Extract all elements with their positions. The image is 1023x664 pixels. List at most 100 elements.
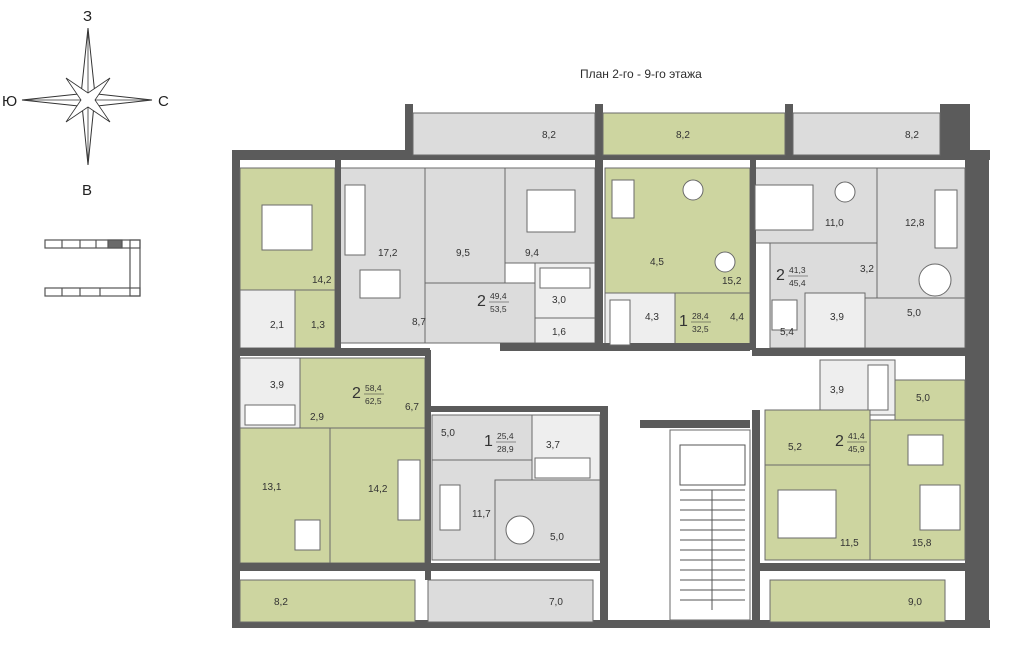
room [864, 297, 966, 349]
apartment-rooms: 2 [835, 433, 844, 450]
bed-icon [754, 184, 814, 231]
apartment-living-area: 58,4 [365, 383, 382, 393]
apartment-living-area: 41,4 [848, 431, 865, 441]
stairwell [669, 429, 751, 621]
bed-icon [261, 204, 313, 251]
balcony [769, 579, 946, 623]
room-area-labels: 14,2 1,3 2,1 17,2 9,5 9,4 8,7 3,0 1,6 4,… [262, 218, 932, 549]
apartment-living-area: 25,4 [497, 431, 514, 441]
bathtub-icon [539, 267, 591, 289]
key-plan [44, 239, 141, 297]
room-area: 4,4 [730, 312, 744, 323]
room-area: 11,7 [472, 509, 491, 520]
room [424, 282, 536, 344]
table-icon [918, 263, 952, 297]
apartment-label: 1 28,4 32,5 [679, 311, 711, 334]
apartment-rooms: 1 [679, 313, 688, 330]
compass-rose: З В Ю С [2, 8, 169, 199]
apartment-total-area: 53,5 [490, 304, 507, 314]
apartment-label: 2 49,4 53,5 [477, 291, 509, 314]
sofa-icon [934, 189, 958, 249]
apartment-total-area: 62,5 [365, 396, 382, 406]
apartment-rooms: 2 [352, 385, 361, 402]
room [299, 357, 426, 429]
room-area: 5,0 [550, 532, 564, 543]
staircase [679, 444, 746, 610]
table-icon [359, 269, 401, 299]
balcony-area: 7,0 [549, 597, 563, 608]
room-area: 3,9 [830, 312, 844, 323]
apartment-living-area: 41,3 [789, 265, 806, 275]
room [239, 289, 296, 349]
room-area: 9,5 [456, 248, 470, 259]
room-area: 6,7 [405, 402, 419, 413]
apartment-label: 2 41,4 45,9 [835, 431, 867, 454]
room-area: 11,5 [840, 538, 859, 549]
room [804, 292, 866, 349]
armchair-icon [834, 181, 856, 203]
room-area: 5,4 [780, 327, 794, 338]
balcony [602, 112, 786, 156]
balcony [239, 579, 416, 623]
apartment-rooms: 2 [776, 267, 785, 284]
room-area: 9,4 [525, 248, 539, 259]
apartment-rooms: 2 [477, 293, 486, 310]
room-area: 11,0 [825, 218, 844, 229]
bathtub-icon [534, 457, 591, 479]
room-area: 12,8 [905, 218, 925, 229]
apartment-label: 1 25,4 28,9 [484, 431, 516, 454]
room-area: 3,0 [552, 295, 566, 306]
compass-east-label: С [158, 93, 169, 110]
apartment-total-area: 45,9 [848, 444, 865, 454]
apartment-total-area: 45,4 [789, 278, 806, 288]
table-icon [294, 519, 321, 551]
room [894, 379, 966, 421]
room-area: 17,2 [378, 248, 398, 259]
room [431, 414, 533, 461]
room-area: 14,2 [368, 484, 388, 495]
furniture [244, 179, 961, 551]
bathtub-icon [771, 299, 798, 331]
room-area: 2,1 [270, 320, 284, 331]
room-area: 1,6 [552, 327, 566, 338]
room-area: 4,3 [645, 312, 659, 323]
sofa-icon [611, 179, 635, 219]
room [764, 409, 871, 466]
sofa-icon [919, 484, 961, 531]
room-area: 3,2 [860, 264, 874, 275]
balcony-area: 8,2 [676, 130, 690, 141]
apartment-rooms: 1 [484, 433, 493, 450]
bed-icon [526, 189, 576, 233]
top-balconies [412, 112, 941, 156]
balcony-area-labels: 8,2 8,2 8,2 8,2 7,0 9,0 [274, 130, 922, 608]
bathtub-icon [609, 299, 631, 346]
room [424, 167, 506, 284]
room-area: 8,7 [412, 317, 426, 328]
compass-west-label: Ю [2, 93, 17, 110]
apartment-living-area: 28,4 [692, 311, 709, 321]
apartment-label: 2 41,3 45,4 [776, 265, 808, 288]
sofa-icon [439, 484, 461, 531]
balcony [792, 112, 941, 156]
armchair-icon [714, 251, 736, 273]
table-icon [907, 434, 944, 466]
room-area: 13,1 [262, 482, 282, 493]
bathtub-icon [867, 364, 889, 411]
room-area: 2,9 [310, 412, 324, 423]
room-area: 1,3 [311, 320, 325, 331]
apartment-living-area: 49,4 [490, 291, 507, 301]
bathtub-icon [244, 404, 296, 426]
apartment-total-area: 32,5 [692, 324, 709, 334]
room-area: 5,0 [441, 428, 455, 439]
sofa-icon [397, 459, 421, 521]
apartment-label: 2 58,4 62,5 [352, 383, 384, 406]
bed-icon [777, 489, 837, 539]
balcony [412, 112, 596, 156]
balcony [427, 579, 594, 623]
room-area: 15,8 [912, 538, 932, 549]
room-area: 3,9 [830, 385, 844, 396]
room-area: 3,7 [546, 440, 560, 451]
compass-north-label: З [83, 8, 92, 25]
compass-south-label: В [82, 182, 92, 199]
